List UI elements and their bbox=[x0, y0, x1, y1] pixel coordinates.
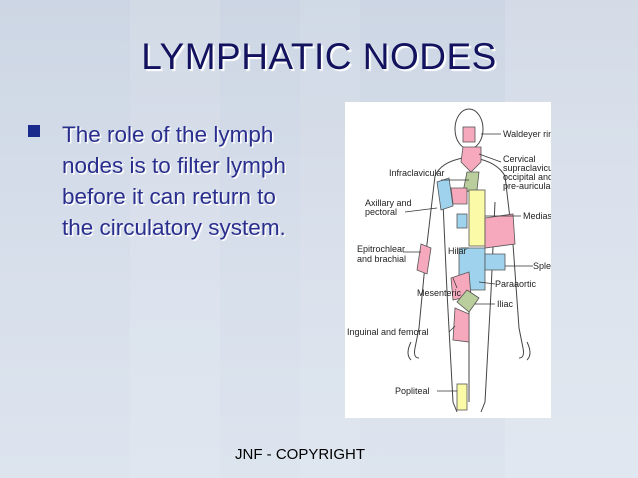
label-hilar: Hilar bbox=[448, 246, 467, 256]
label-mediastinal: Mediastinal bbox=[523, 211, 551, 221]
bullet-text: The role of the lymph nodes is to filter… bbox=[62, 122, 286, 240]
label-brachial: and brachial bbox=[357, 254, 406, 264]
label-epitrochlear: Epitrochlear bbox=[357, 244, 405, 254]
label-paraaortic: Paraaortic bbox=[495, 279, 537, 289]
label-iliac: Iliac bbox=[497, 299, 514, 309]
popliteal-region bbox=[456, 383, 468, 411]
label-cervical: Cervical bbox=[503, 154, 536, 164]
left-leg-outline bbox=[442, 201, 458, 413]
label-supraclavicular: supraclavicular bbox=[503, 163, 551, 173]
cervical-region bbox=[460, 146, 482, 173]
label-popliteal: Popliteal bbox=[395, 386, 430, 396]
epitrochlear-region bbox=[416, 243, 432, 275]
lymph-node-diagram: Waldeyer ring Cervical supraclavicular o… bbox=[347, 108, 551, 413]
label-inguinal: Inguinal and femoral bbox=[347, 327, 429, 337]
waldeyer-ring-region bbox=[462, 126, 476, 143]
label-mesenteric: Mesenteric bbox=[417, 288, 462, 298]
label-occipital: occipital and bbox=[503, 172, 551, 182]
left-body-outline bbox=[414, 148, 464, 349]
slide-title: LYMPHATIC NODES bbox=[141, 36, 497, 77]
right-chest-region bbox=[484, 213, 516, 249]
label-infraclavicular: Infraclavicular bbox=[389, 168, 445, 178]
square-bullet-icon bbox=[28, 125, 40, 137]
figure-background bbox=[345, 102, 551, 418]
axillary-pink-region bbox=[450, 187, 468, 205]
label-preauricular: pre-auricular bbox=[503, 181, 551, 191]
right-body-outline bbox=[474, 148, 524, 349]
hilar-region bbox=[456, 213, 468, 229]
iliac-region bbox=[456, 289, 480, 313]
right-hand-outline bbox=[518, 341, 531, 361]
footer-copyright: JNF - COPYRIGHT bbox=[235, 446, 365, 463]
label-pectoral: pectoral bbox=[365, 207, 397, 217]
spleen-region bbox=[484, 253, 506, 271]
background-stripe bbox=[130, 0, 220, 478]
left-hand-outline bbox=[407, 341, 420, 361]
label-waldeyer-ring: Waldeyer ring bbox=[503, 129, 551, 139]
label-spleen: Spleen bbox=[533, 261, 551, 271]
label-axillary: Axillary and bbox=[365, 198, 412, 208]
inguinal-region bbox=[452, 307, 470, 343]
mediastinal-region bbox=[468, 189, 486, 247]
axillary-region-left bbox=[436, 177, 454, 211]
